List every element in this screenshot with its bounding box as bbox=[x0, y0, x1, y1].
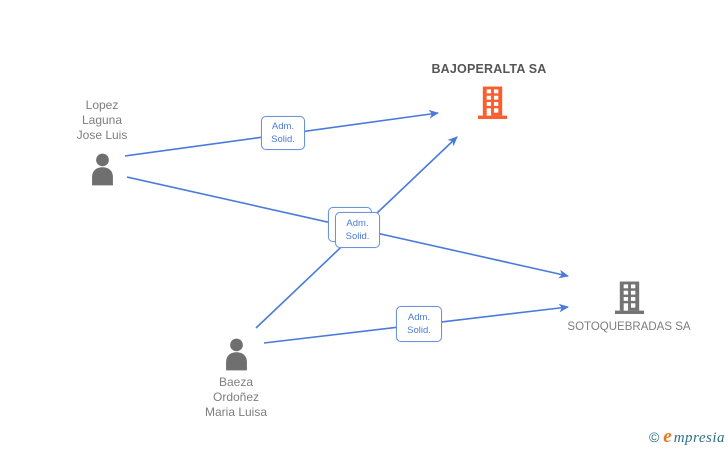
node-company-sotoquebradas[interactable]: SOTOQUEBRADAS SA bbox=[548, 281, 710, 335]
person-icon bbox=[88, 152, 117, 186]
building-icon bbox=[614, 281, 645, 315]
company-name: BAJOPERALTA SA bbox=[431, 62, 547, 76]
edge-label-lopez-bajoperalta[interactable]: Adm. Solid. bbox=[261, 116, 305, 150]
person-name: Baeza Ordoñez Maria Luisa bbox=[204, 375, 268, 419]
edge-label-lopez-sotoquebradas[interactable]: Adm. Solid. bbox=[335, 212, 380, 248]
brand-initial: e bbox=[663, 426, 672, 447]
node-company-bajoperalta[interactable]: BAJOPERALTA SA bbox=[399, 62, 579, 120]
person-name: Lopez Laguna Jose Luis bbox=[76, 98, 128, 142]
node-person-lopez[interactable]: Lopez Laguna Jose Luis bbox=[42, 98, 162, 186]
edge-label-baeza-sotoquebradas[interactable]: Adm. Solid. bbox=[396, 306, 442, 342]
empresia-logo[interactable]: © e mpresia bbox=[649, 426, 725, 448]
person-icon bbox=[222, 337, 251, 371]
building-icon bbox=[477, 86, 508, 120]
copyright-icon: © bbox=[648, 429, 660, 445]
node-person-baeza[interactable]: Baeza Ordoñez Maria Luisa bbox=[176, 337, 296, 420]
brand-name: mpresia bbox=[673, 430, 725, 446]
company-name: SOTOQUEBRADAS SA bbox=[567, 321, 691, 333]
